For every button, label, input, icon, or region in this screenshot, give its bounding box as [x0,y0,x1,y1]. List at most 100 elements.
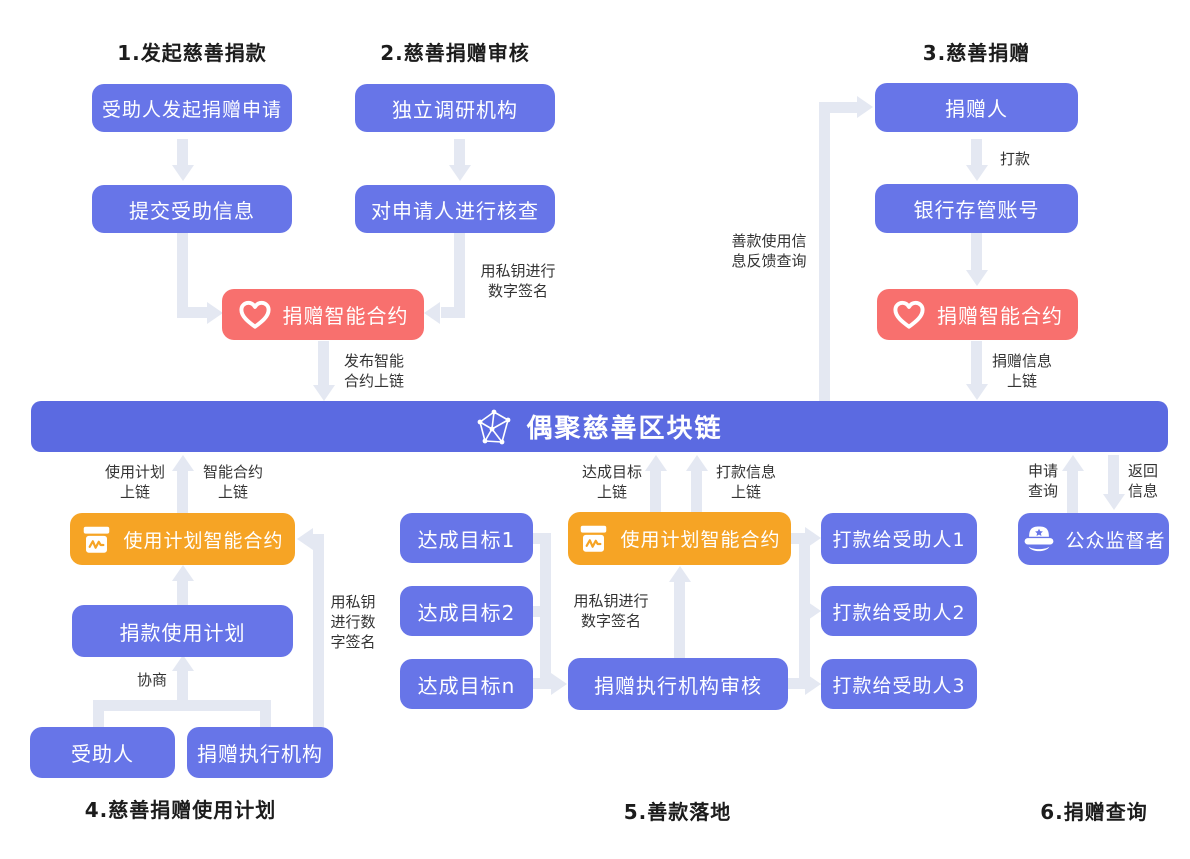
edge-label-sign-key-s4: 用私钥 进行数 字签名 [330,593,376,651]
connector [177,139,188,167]
node-applicant-request: 受助人发起捐赠申请 [92,84,292,132]
arrowhead-down [313,385,335,401]
node-label: 受助人 [71,742,134,766]
node-executing-org-review: 捐赠执行机构审核 [568,658,788,710]
node-label: 使用计划智能合约 [620,529,781,551]
node-label: 提交受助信息 [129,198,255,223]
node-submit-info: 提交受助信息 [92,185,292,233]
edge-label-feedback-query: 善款使用信 息反馈查询 [731,232,807,270]
connector [691,469,702,512]
node-public-supervisor: 公众监督者 [1018,513,1169,565]
arrowhead-right [551,673,567,695]
node-label: 达成目标2 [417,600,516,625]
node-label: 捐赠智能合约 [937,304,1063,328]
edge-label-sign-key-s2: 用私钥进行 数字签名 [480,262,556,300]
connector [93,700,104,727]
node-label: 银行存管账号 [913,198,1040,222]
arrowhead-up [172,565,194,581]
edge-label-goal-up: 达成目标 上链 [581,463,642,501]
node-goal-2: 达成目标2 [400,586,533,636]
section-title-6: 6.捐赠查询 [1040,800,1148,824]
arrowhead-left [297,528,313,550]
node-goal-1: 达成目标1 [400,513,533,563]
node-label: 达成目标1 [417,527,516,552]
connector [454,233,465,318]
node-label: 捐赠执行机构审核 [594,673,762,698]
connector [971,233,982,272]
node-label: 捐赠智能合约 [282,304,409,328]
edge-label-transfer: 打款 [999,150,1030,168]
arrowhead-right [805,527,821,549]
section-title-5: 5.善款落地 [623,800,732,824]
node-label: 达成目标n [417,673,516,698]
arrowhead-right [207,302,223,324]
blockchain-network-icon [476,408,512,446]
arrowhead-down [966,270,988,286]
section-title-3: 3.慈善捐赠 [922,41,1031,65]
heart-icon [238,300,272,330]
edge-label-apply-query: 申请 查询 [1027,462,1058,500]
arrowhead-up [172,455,194,471]
connector [454,139,465,167]
police-cap-icon [1021,525,1057,554]
connector [533,533,543,544]
connector [177,233,188,318]
connector [971,341,982,386]
connector [788,678,810,689]
node-pay-recipient-2: 打款给受助人2 [821,586,977,636]
node-label: 打款给受助人2 [832,601,966,624]
connector [533,678,552,689]
edge-label-return-info: 返回 信息 [1127,462,1158,500]
edge-label-negotiate: 协商 [136,671,167,689]
connector [313,534,324,727]
blockchain-banner: 偶聚慈善区块链 [31,401,1168,452]
node-label: 独立调研机构 [392,97,518,122]
connector [1108,455,1119,496]
arrowhead-up [686,455,708,471]
node-label: 捐赠执行机构 [197,742,323,766]
arrowhead-down [1103,494,1125,510]
edge-label-sign-key-s5: 用私钥进行 数字签名 [573,592,649,630]
node-label: 捐款使用计划 [119,620,246,645]
node-label: 使用计划智能合约 [123,529,284,552]
node-pay-recipient-1: 打款给受助人1 [821,513,977,564]
node-verify-applicant: 对申请人进行核查 [355,185,555,233]
connector [177,307,211,318]
node-usage-plan-contract-1: 使用计划智能合约 [70,513,295,565]
node-pay-recipient-3: 打款给受助人3 [821,659,977,709]
box-pulse-icon [578,523,609,554]
banner-title: 偶聚慈善区块链 [526,414,723,444]
node-label: 打款给受助人3 [832,674,966,697]
box-pulse-icon [81,524,112,555]
arrowhead-right [805,600,821,622]
connector [177,579,188,605]
edge-label-donation-info: 捐赠信息 上链 [991,352,1052,390]
connector [819,102,830,402]
connector [799,533,810,689]
arrowhead-down [172,165,194,181]
edge-label-contract-up: 智能合约 上链 [202,463,263,501]
node-research-org: 独立调研机构 [355,84,555,132]
arrowhead-down [966,384,988,400]
arrowhead-right [805,673,821,695]
arrowhead-up [669,566,691,582]
arrowhead-left [424,302,440,324]
connector [533,606,543,617]
connector [177,669,188,711]
node-label: 打款给受助人1 [832,529,966,551]
node-label: 受助人发起捐赠申请 [101,98,282,121]
connector [260,700,271,727]
connector [819,102,857,113]
node-executing-org: 捐赠执行机构 [187,727,333,778]
node-label: 捐赠人 [945,97,1008,121]
section-title-1: 1.发起慈善捐款 [117,41,267,65]
connector [441,307,465,318]
node-donor: 捐赠人 [875,83,1078,132]
node-goal-n: 达成目标n [400,659,533,709]
node-donation-smart-contract-1: 捐赠智能合约 [222,289,424,340]
node-donation-usage-plan: 捐款使用计划 [72,605,293,657]
node-recipient: 受助人 [30,727,175,778]
arrowhead-right [857,96,873,118]
section-title-4: 4.慈善捐赠使用计划 [84,798,277,822]
